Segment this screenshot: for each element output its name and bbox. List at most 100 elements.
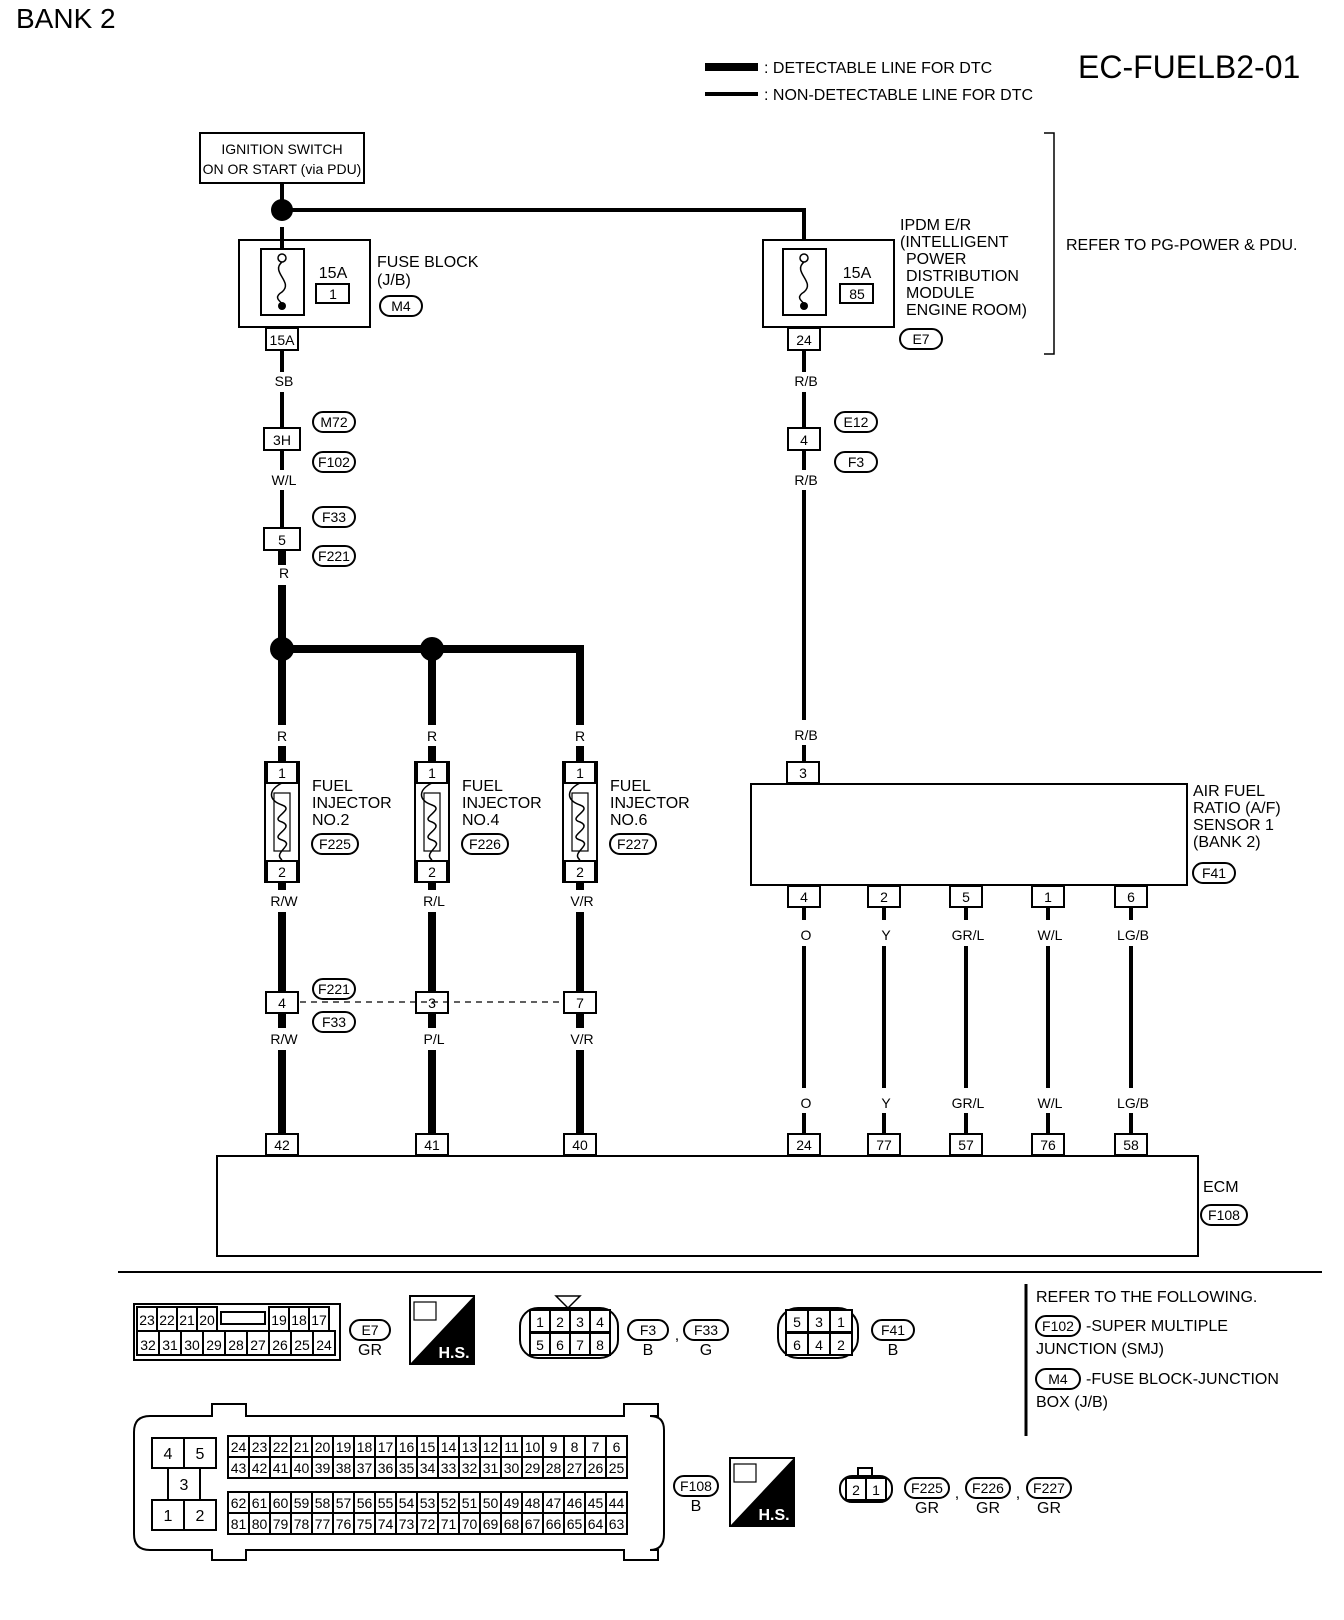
cavity-number: 61 bbox=[252, 1495, 268, 1511]
ecm-pin-label: 40 bbox=[572, 1137, 588, 1153]
svg-text:F221: F221 bbox=[318, 548, 350, 564]
connector-cavity bbox=[865, 1477, 887, 1501]
cavity-number: 25 bbox=[294, 1337, 310, 1353]
ecm-pin-label: 77 bbox=[876, 1137, 892, 1153]
cavity-number: 35 bbox=[399, 1460, 415, 1476]
ipdm-terminal: 24 bbox=[796, 332, 812, 348]
cavity-number: 4 bbox=[596, 1314, 604, 1330]
ecm-box bbox=[216, 1155, 1199, 1257]
cavity-number: 7 bbox=[576, 1337, 584, 1353]
ignition-switch-box bbox=[199, 132, 365, 184]
cavity-number: 17 bbox=[378, 1439, 394, 1455]
cavity-number: 22 bbox=[273, 1439, 289, 1455]
injector-pin-top-label: 1 bbox=[278, 765, 286, 781]
cavity-number: 21 bbox=[294, 1439, 310, 1455]
cavity-number: 38 bbox=[336, 1460, 352, 1476]
af-pin-label: 1 bbox=[1044, 889, 1052, 905]
cavity-number: 6 bbox=[613, 1439, 621, 1455]
refer-following-title: REFER TO THE FOLLOWING. bbox=[1036, 1289, 1257, 1306]
cavity-number: 2 bbox=[196, 1508, 205, 1525]
connector-cavity bbox=[829, 1332, 853, 1356]
connector-tag-injector-view-label: F225 bbox=[911, 1480, 943, 1496]
svg-text:POWER: POWER bbox=[906, 251, 966, 268]
cavity-number: 6 bbox=[556, 1337, 564, 1353]
cavity-number: 4 bbox=[815, 1337, 823, 1353]
svg-text:M4: M4 bbox=[1048, 1371, 1068, 1387]
injector-name: INJECTOR bbox=[462, 795, 542, 812]
cavity-number: 69 bbox=[483, 1516, 499, 1532]
cavity-number: 1 bbox=[872, 1482, 880, 1498]
injector-name: INJECTOR bbox=[312, 795, 392, 812]
cavity-number: 14 bbox=[441, 1439, 457, 1455]
cavity-number: 63 bbox=[609, 1516, 625, 1532]
connector-tag-e7-view bbox=[349, 1319, 391, 1341]
svg-text:3: 3 bbox=[799, 765, 807, 781]
connector-tag-injector-view bbox=[965, 1477, 1011, 1499]
injector-wire-in: R bbox=[427, 728, 437, 744]
cavity-number: 30 bbox=[504, 1460, 520, 1476]
connector-color: GR bbox=[915, 1500, 939, 1517]
cavity-number: 2 bbox=[837, 1337, 845, 1353]
cavity-number: 18 bbox=[357, 1439, 373, 1455]
svg-text:F108: F108 bbox=[1208, 1207, 1240, 1223]
cavity-number: 52 bbox=[441, 1495, 457, 1511]
injector-name: FUEL bbox=[610, 778, 651, 795]
connector-color: B bbox=[643, 1342, 654, 1359]
ecm-pin-label: 57 bbox=[958, 1137, 974, 1153]
cavity-number: 47 bbox=[546, 1495, 562, 1511]
cavity-number: 3 bbox=[576, 1314, 584, 1330]
cavity-number: 76 bbox=[336, 1516, 352, 1532]
connector-color: GR bbox=[1037, 1500, 1061, 1517]
cavity-number: 20 bbox=[199, 1312, 215, 1328]
cavity-number: 34 bbox=[420, 1460, 436, 1476]
separator: , bbox=[675, 1327, 679, 1344]
diagram-code: EC-FUELB2-01 bbox=[1078, 49, 1300, 85]
af-wire: W/L bbox=[1038, 927, 1063, 943]
connector-color: GR bbox=[358, 1342, 382, 1359]
connector-tag-e7-view-label: E7 bbox=[361, 1322, 378, 1338]
injector-wire-out: V/R bbox=[570, 893, 593, 909]
af-sensor-box bbox=[750, 783, 1188, 886]
cavity-number: 31 bbox=[162, 1337, 178, 1353]
svg-text:F3: F3 bbox=[848, 454, 865, 470]
ecm-pin-label: 76 bbox=[1040, 1137, 1056, 1153]
injector-name: INJECTOR bbox=[610, 795, 690, 812]
af-pin-label: 4 bbox=[800, 889, 808, 905]
af-pin-label: 2 bbox=[880, 889, 888, 905]
injector-pin-bottom-label: 2 bbox=[278, 864, 286, 880]
cavity-number: 81 bbox=[231, 1516, 247, 1532]
page-title: BANK 2 bbox=[16, 3, 116, 34]
af-wire: GR/L bbox=[952, 927, 985, 943]
svg-text:F221: F221 bbox=[318, 981, 350, 997]
connector-tag-f108-view bbox=[673, 1475, 719, 1497]
cavity-number: 4 bbox=[164, 1446, 173, 1463]
cavity-number: 57 bbox=[336, 1495, 352, 1511]
injector-pin-top-label: 1 bbox=[576, 765, 584, 781]
cavity-number: 3 bbox=[815, 1314, 823, 1330]
ecm-pin-label: 24 bbox=[796, 1137, 812, 1153]
connector-color: GR bbox=[976, 1500, 1000, 1517]
cavity-number: 73 bbox=[399, 1516, 415, 1532]
injector-name: NO.4 bbox=[462, 812, 499, 829]
cavity-number: 23 bbox=[252, 1439, 268, 1455]
injector-name: FUEL bbox=[312, 778, 353, 795]
cavity-number: 24 bbox=[316, 1337, 332, 1353]
svg-text:(INTELLIGENT: (INTELLIGENT bbox=[900, 234, 1009, 251]
cavity-number: 32 bbox=[462, 1460, 478, 1476]
fuse-terminal: 15A bbox=[270, 332, 296, 348]
cavity-number: 46 bbox=[567, 1495, 583, 1511]
fuse-block-name2: (J/B) bbox=[377, 272, 411, 289]
injector-wire-out: R/W bbox=[270, 893, 298, 909]
cavity-number: 7 bbox=[592, 1439, 600, 1455]
svg-text:R/B: R/B bbox=[794, 727, 817, 743]
separator: , bbox=[1016, 1485, 1020, 1502]
connector-tag-injector-view bbox=[1026, 1477, 1072, 1499]
injector-pin-top-label: 1 bbox=[428, 765, 436, 781]
connector-tag-f3-view-label: F3 bbox=[640, 1322, 657, 1338]
cavity-number: 58 bbox=[315, 1495, 331, 1511]
connector-cavity bbox=[312, 1330, 336, 1356]
injector-connector-tag bbox=[461, 833, 509, 855]
injector-wire-ecm: R/W bbox=[270, 1031, 298, 1047]
cavity-number: 1 bbox=[536, 1314, 544, 1330]
